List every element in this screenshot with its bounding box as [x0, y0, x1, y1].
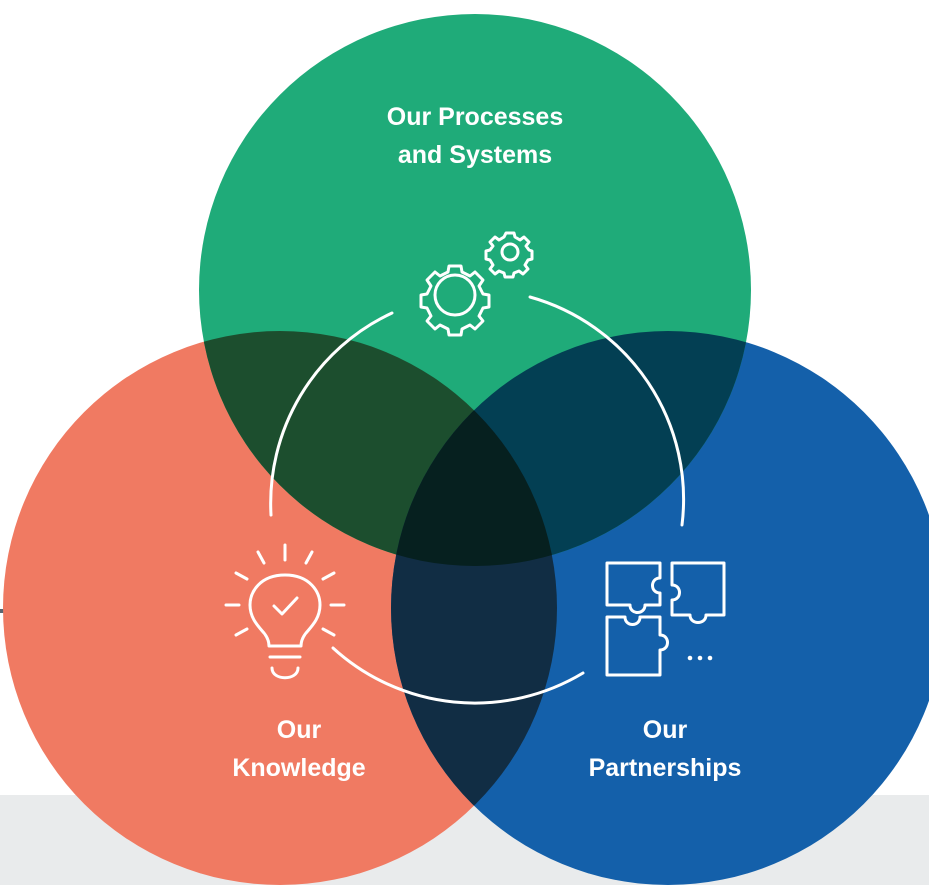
- knowledge-label-line1: Our: [277, 716, 322, 744]
- processes-knowledge-overlap: [199, 331, 557, 566]
- ring-arc-bottom: [331, 646, 585, 705]
- processes-label-line1: Our Processes: [387, 103, 564, 131]
- ring-arc-right: [528, 295, 686, 527]
- processes-partnerships-overlap: [391, 331, 751, 566]
- lightbulb-check-icon: [224, 543, 346, 680]
- ring-arc-left: [269, 311, 394, 517]
- puzzle-pieces-icon: [605, 561, 726, 677]
- connecting-ring: [269, 295, 686, 705]
- gears-icon: [419, 231, 534, 337]
- processes-label-line2: and Systems: [398, 141, 552, 169]
- partnerships-label-line2: Partnerships: [589, 754, 742, 782]
- knowledge-label-line2: Knowledge: [232, 754, 365, 782]
- partnerships-label-line1: Our: [643, 716, 688, 744]
